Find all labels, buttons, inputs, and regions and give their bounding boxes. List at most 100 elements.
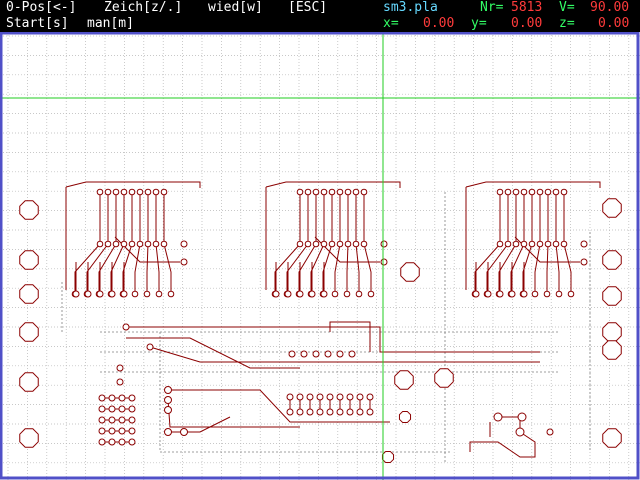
pad (580, 258, 588, 266)
pad (344, 240, 352, 248)
pad (552, 240, 560, 248)
pad (128, 405, 136, 413)
mounting-pad (602, 322, 622, 342)
pad (360, 188, 368, 196)
pad (96, 240, 104, 248)
pad (536, 240, 544, 248)
pad (164, 396, 172, 404)
pad (180, 428, 188, 436)
pad (472, 290, 480, 298)
mounting-pad (19, 200, 39, 220)
manual-command[interactable]: man[m] (87, 16, 134, 31)
pad (118, 405, 126, 413)
pad (155, 290, 163, 298)
pad (560, 188, 568, 196)
pad (512, 240, 520, 248)
pad (160, 240, 168, 248)
start-command[interactable]: Start[s] (6, 16, 69, 31)
trace (149, 346, 540, 363)
pcb-work-area[interactable] (0, 32, 640, 480)
pad (120, 290, 128, 298)
pad (128, 427, 136, 435)
pad (512, 188, 520, 196)
pad (108, 394, 116, 402)
pad (72, 290, 80, 298)
pad (515, 427, 525, 437)
trace (510, 243, 525, 294)
pad (300, 350, 308, 358)
pad (528, 188, 536, 196)
draw-command[interactable]: Zeich[z/.] (104, 0, 183, 15)
pad (304, 188, 312, 196)
pad (366, 393, 374, 401)
trace (322, 243, 333, 294)
pad (96, 290, 104, 298)
pad (112, 240, 120, 248)
pad (326, 393, 334, 401)
pad (348, 350, 356, 358)
pad (360, 240, 368, 248)
pad (316, 393, 324, 401)
trace (122, 243, 133, 294)
trace (522, 243, 533, 294)
trace (534, 243, 541, 294)
pad (152, 240, 160, 248)
pad (531, 290, 539, 298)
status-bar: 0-Pos[<-] Zeich[z/.] wied[w] [ESC] Start… (0, 0, 640, 32)
mounting-pad (602, 198, 622, 218)
pad (284, 290, 292, 298)
pad (328, 240, 336, 248)
pad (98, 438, 106, 446)
pad (104, 188, 112, 196)
pad (112, 188, 120, 196)
escape-command[interactable]: [ESC] (288, 0, 328, 15)
pad (493, 412, 503, 422)
pad (356, 408, 364, 416)
pad (546, 428, 554, 436)
pad (336, 240, 344, 248)
pad (328, 188, 336, 196)
trace (334, 243, 341, 294)
mounting-pad (398, 410, 412, 424)
pad (528, 240, 536, 248)
pad (128, 416, 136, 424)
pad (352, 240, 360, 248)
pad (320, 188, 328, 196)
pad (180, 240, 188, 248)
trace (469, 416, 536, 458)
pad (128, 188, 136, 196)
pad (344, 188, 352, 196)
pad (520, 290, 528, 298)
pad (496, 290, 504, 298)
mounting-pad (602, 286, 622, 306)
pad (296, 408, 304, 416)
pad (306, 408, 314, 416)
pad (346, 393, 354, 401)
pad (355, 290, 363, 298)
repeat-command[interactable]: wied[w] (208, 0, 263, 15)
pad (146, 343, 154, 351)
file-name: sm3.pla (383, 0, 438, 15)
zero-position-command[interactable]: 0-Pos[<-] (6, 0, 77, 15)
pad (504, 240, 512, 248)
pad (380, 258, 388, 266)
pad (331, 290, 339, 298)
v-value: 90.00 (590, 0, 630, 15)
pad (544, 188, 552, 196)
pad (496, 188, 504, 196)
pad (272, 290, 280, 298)
pad (96, 188, 104, 196)
z-label: z= (559, 16, 575, 31)
pad (136, 240, 144, 248)
pad (108, 405, 116, 413)
mounting-pad (381, 450, 395, 464)
pad (312, 188, 320, 196)
pad (160, 188, 168, 196)
pad (167, 290, 175, 298)
pad (98, 405, 106, 413)
trace (346, 243, 349, 294)
pad (312, 240, 320, 248)
trace (486, 243, 509, 294)
mounting-pad (19, 284, 39, 304)
nr-value: 5813 (511, 0, 543, 15)
